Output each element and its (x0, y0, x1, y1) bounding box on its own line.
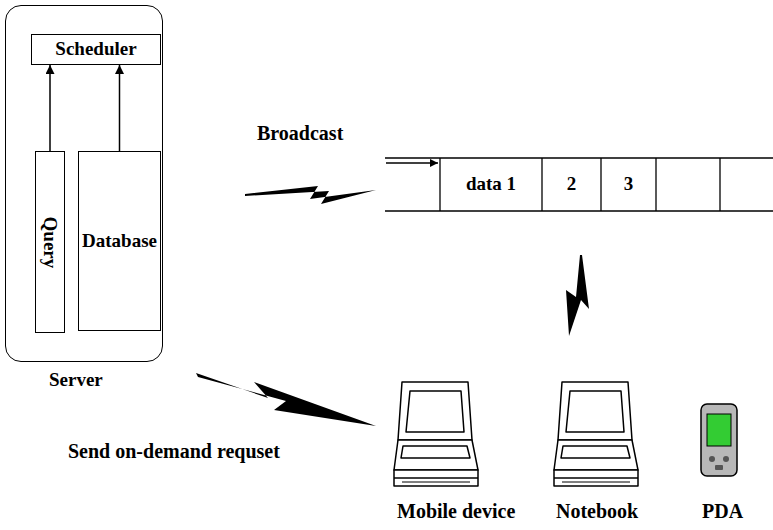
flow-arrow (49, 65, 51, 151)
broadcast-channel (385, 158, 773, 211)
query-box: Query (35, 151, 65, 333)
node-text: data 1 (466, 174, 516, 195)
wireless-bolt (566, 255, 589, 336)
server-outline: ServerSchedulerQueryDatabase (5, 5, 163, 362)
wireless-bolt (245, 186, 376, 204)
request-label: Send on-demand requset (68, 440, 280, 462)
data-cell: 2 (543, 159, 600, 210)
database-box: Database (78, 151, 161, 331)
channel-label: Broadcast (257, 122, 343, 144)
pda-icon (701, 404, 737, 476)
node-heading: Server (49, 370, 103, 391)
device-label: Notebook (556, 500, 638, 522)
node-text: Database (82, 231, 157, 252)
scheduler-box: Scheduler (31, 34, 161, 65)
node-text: Query (40, 216, 61, 268)
device-label: Mobile device (397, 500, 515, 522)
wireless-bolt (196, 373, 376, 426)
channel-arrow (386, 162, 438, 164)
node-text: 3 (624, 174, 634, 195)
data-cell: 3 (602, 159, 655, 210)
laptop-icon (394, 382, 478, 486)
node-text: Scheduler (55, 39, 136, 60)
node-text: 2 (567, 174, 577, 195)
laptop-icon (554, 382, 638, 486)
data-cell: data 1 (441, 159, 541, 210)
device-label: PDA (702, 500, 743, 522)
flow-arrow (119, 65, 121, 151)
